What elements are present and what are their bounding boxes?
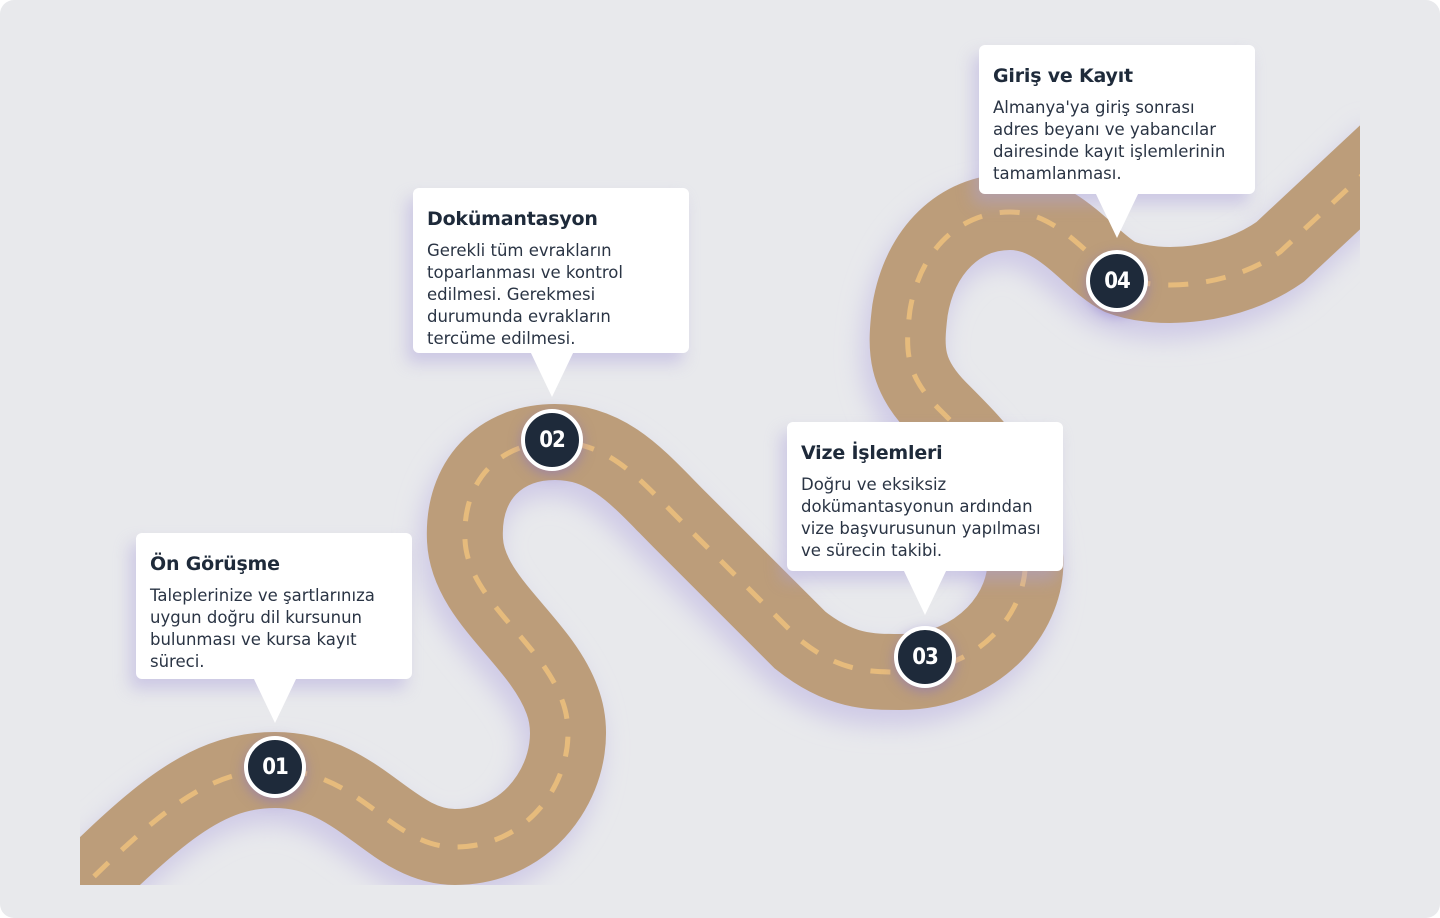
- step-text-line: Doğru ve eksiksiz: [801, 475, 947, 494]
- road-center-dashes: [81, 173, 1360, 885]
- step-text-line: toparlanması ve kontrol: [427, 263, 623, 282]
- step-title: Vize İşlemleri: [801, 442, 943, 464]
- step-marker-1: 01: [244, 736, 306, 798]
- step-marker-4: 04: [1086, 250, 1148, 312]
- step-text-line: Taleplerinize ve şartlarınıza: [150, 586, 375, 605]
- step-text-line: bulunması ve kursa kayıt: [150, 630, 357, 649]
- step-marker-2: 02: [521, 409, 583, 471]
- step-text-line: adres beyanı ve yabancılar: [993, 120, 1216, 139]
- step-text-line: süreci.: [150, 652, 205, 671]
- callout-pointer: [253, 677, 297, 723]
- step-text-line: vize başvurusunun yapılması: [801, 519, 1041, 538]
- callout-pointer: [530, 351, 574, 397]
- step-title: Dokümantasyon: [427, 208, 598, 230]
- callout-pointer: [903, 569, 947, 615]
- step-text-line: durumunda evrakların: [427, 307, 611, 326]
- step-text-line: dokümantasyonun ardından: [801, 497, 1033, 516]
- callout-pointer: [1095, 192, 1139, 238]
- step-text-line: uygun doğru dil kursunun: [150, 608, 362, 627]
- step-card-3: Vize İşlemleri Doğru ve eksiksiz doküman…: [787, 422, 1063, 615]
- step-card-2: Dokümantasyon Gerekli tüm evrakların top…: [413, 188, 689, 397]
- step-title: Ön Görüşme: [150, 553, 280, 575]
- step-text-line: tamamlanması.: [993, 164, 1122, 183]
- step-marker-3: 03: [894, 626, 956, 688]
- step-title: Giriş ve Kayıt: [993, 65, 1133, 87]
- step-text-line: edilmesi. Gerekmesi: [427, 285, 596, 304]
- step-text-line: ve sürecin takibi.: [801, 541, 943, 560]
- road-body: [80, 125, 1360, 885]
- step-card-1: Ön Görüşme Taleplerinize ve şartlarınıza…: [136, 533, 412, 723]
- step-text-line: dairesinde kayıt işlemlerinin: [993, 142, 1226, 161]
- step-text-line: tercüme edilmesi.: [427, 329, 576, 348]
- step-text-line: Almanya'ya giriş sonrası: [993, 98, 1195, 117]
- step-card-4: Giriş ve Kayıt Almanya'ya giriş sonrası …: [979, 45, 1255, 238]
- step-text-line: Gerekli tüm evrakların: [427, 241, 612, 260]
